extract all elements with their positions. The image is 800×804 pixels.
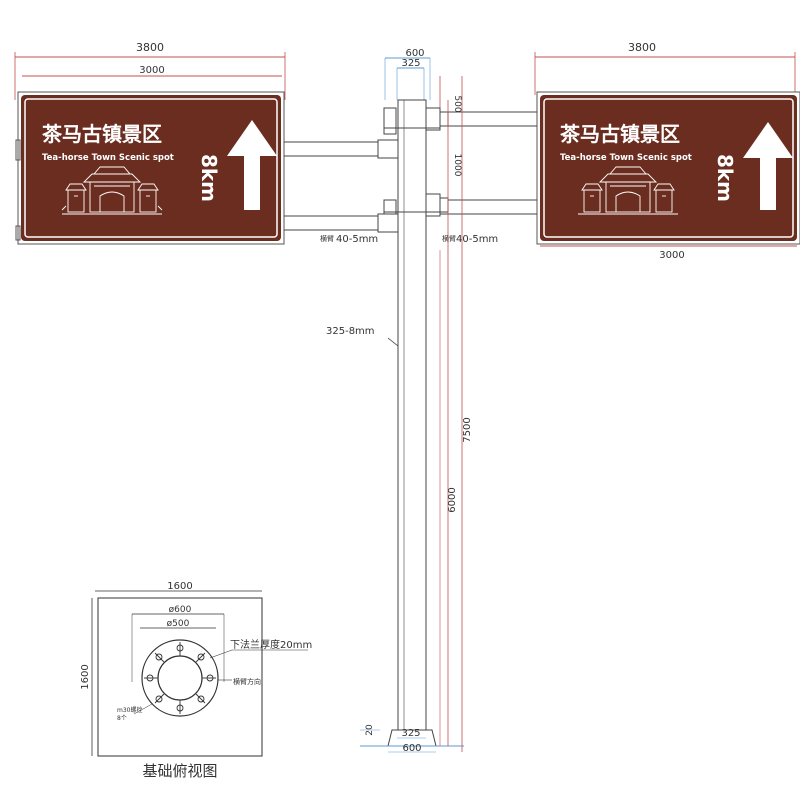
dim-bracket-top: 500 (452, 95, 462, 112)
left-sign-title-cn: 茶马古镇景区 (42, 122, 162, 146)
right-panel-border (543, 98, 794, 238)
foundation-width: 1600 (167, 581, 192, 592)
dim-left-panel: 3000 (139, 65, 164, 76)
left-sign: 3800 3000 茶马古镇景区 Tea-horse Town Scenic s… (14, 41, 286, 245)
flange-note: 下法兰厚度20mm (230, 638, 312, 651)
left-panel-face (21, 95, 281, 241)
arm-note-right: 横臂 (442, 234, 456, 243)
foundation-square (97, 597, 263, 757)
left-panel-border (24, 98, 278, 238)
bolt-note-1: m30螺栓 (117, 706, 142, 714)
leader-line (387, 337, 399, 347)
foundation-caption: 基础俯视图 (142, 762, 217, 780)
dim-bracket-spacing: 1000 (452, 154, 462, 177)
dia-outer: ø600 (169, 605, 192, 615)
bolt-note-2: 8个 (117, 715, 127, 722)
right-sign: 3800 茶马古镇景区 Tea-horse Town Scenic spot 8… (534, 41, 800, 261)
foundation-height: 1600 (80, 664, 91, 689)
flange-outer (141, 639, 219, 717)
right-sign-title-cn: 茶马古镇景区 (560, 122, 680, 146)
pole-spec: 325-8mm (326, 326, 375, 337)
left-sign-distance: 8km (197, 154, 221, 202)
dim-base-outer: 600 (402, 743, 421, 754)
left-sign-title-en: Tea-horse Town Scenic spot (42, 153, 174, 163)
right-panel-face (540, 95, 797, 241)
dim-base-inner: 325 (401, 728, 420, 739)
dim-pole-total: 7500 (462, 417, 473, 442)
arm-direction: 横臂方向 (233, 677, 261, 686)
pagoda-gate-icon (61, 166, 163, 215)
dia-inner: ø500 (167, 619, 190, 629)
left-panel-clip (15, 225, 21, 241)
dim-cap-inner: 325 (401, 58, 420, 69)
dim-right-total: 3800 (628, 41, 656, 54)
dim-base-plate: 20 (365, 724, 375, 736)
right-sign-title-en: Tea-horse Town Scenic spot (560, 153, 692, 163)
dim-pole-lower: 6000 (447, 487, 458, 512)
dim-left-total: 3800 (136, 41, 164, 54)
flange-ribs (144, 642, 216, 714)
up-arrow-icon (743, 122, 793, 210)
dim-right-panel-bottom: 3000 (659, 250, 684, 261)
pole-structure (284, 57, 537, 753)
foundation-plan: 1600 1600 ø600 ø500 (80, 581, 312, 780)
arm-note-left: 横臂 (320, 234, 334, 243)
arm-spec-right: 40-5mm (456, 234, 498, 245)
up-arrow-icon (227, 120, 277, 210)
left-panel-clip (15, 139, 21, 161)
pagoda-gate-icon (578, 166, 678, 215)
arm-spec-left: 40-5mm (336, 234, 378, 245)
dim-cap-outer: 600 (405, 48, 424, 59)
right-sign-distance: 8km (713, 154, 737, 202)
